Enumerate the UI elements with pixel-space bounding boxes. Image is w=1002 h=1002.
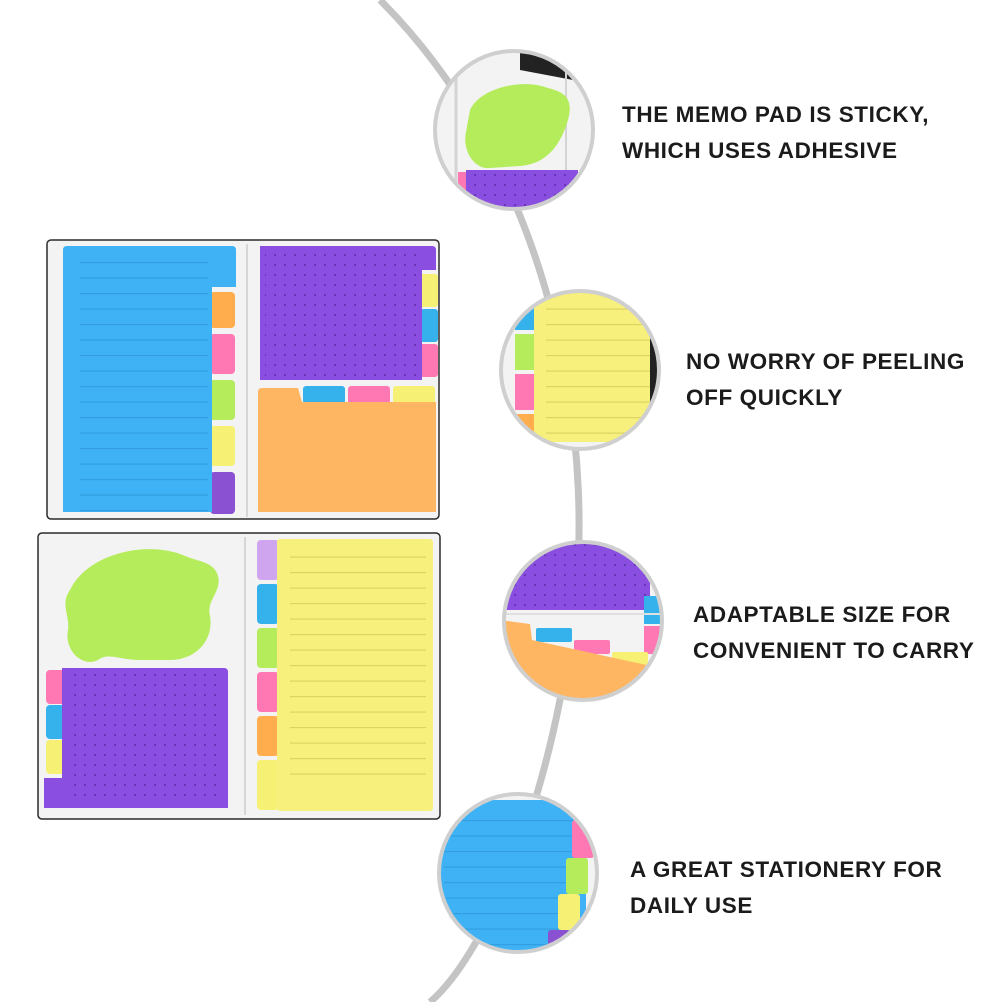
blue-lined-memo-pad [63, 246, 236, 512]
feature-caption-line: CONVENIENT TO CARRY [693, 638, 975, 663]
feature-caption-line: THE MEMO PAD IS STICKY, [622, 102, 930, 127]
feature-caption-line: DAILY USE [630, 893, 753, 918]
orange-pad-top-tabs [303, 386, 435, 404]
green-leaf-memo-pad [65, 549, 219, 662]
feature-caption-line: A GREAT STATIONERY FOR [630, 857, 943, 882]
top-memo-case [46, 239, 440, 520]
feature-caption-no-peeling: NO WORRY OF PEELING OFF QUICKLY [686, 344, 965, 416]
feature-caption-daily-use: A GREAT STATIONERY FOR DAILY USE [630, 852, 942, 924]
yellow-lined-memo-pad [277, 539, 433, 811]
green-leaf-and-purple-pad-detail-icon [433, 49, 595, 211]
feature-caption-line: NO WORRY OF PEELING [686, 349, 965, 374]
purple-orange-pad-detail-icon [502, 540, 664, 702]
orange-memo-pad [258, 388, 436, 512]
feature-caption-line: ADAPTABLE SIZE FOR [693, 602, 951, 627]
top-left-side-tabs [210, 292, 235, 514]
feature-caption-line: OFF QUICKLY [686, 385, 844, 410]
bottom-memo-case [37, 532, 441, 820]
bottom-left-side-tabs [46, 670, 66, 774]
feature-caption-line: WHICH USES ADHESIVE [622, 138, 898, 163]
feature-caption-adaptable-size: ADAPTABLE SIZE FOR CONVENIENT TO CARRY [693, 597, 974, 669]
bottom-purple-dotted-memo-pad [44, 668, 228, 808]
top-right-side-tabs [420, 274, 438, 377]
blue-lined-pad-detail-icon [437, 792, 599, 954]
yellow-lined-pad-detail-icon [499, 289, 661, 451]
bottom-right-side-tabs [257, 540, 279, 810]
feature-caption-sticky: THE MEMO PAD IS STICKY, WHICH USES ADHES… [622, 97, 929, 169]
purple-dotted-memo-pad [260, 246, 436, 380]
